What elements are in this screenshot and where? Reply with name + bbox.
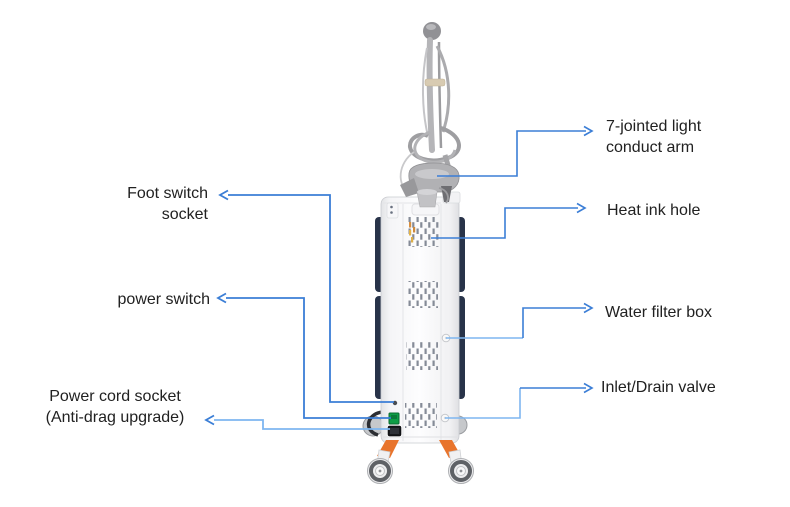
- base-and-casters: [367, 440, 474, 484]
- arrow-left-icon: [204, 414, 215, 426]
- light-conduct-arm-callout-line: [437, 125, 594, 177]
- arrow-right-icon: [583, 125, 594, 137]
- power-cord-socket-callout-line: [204, 414, 390, 430]
- label-power-switch: power switch: [117, 291, 210, 308]
- laser-machine-illustration: [362, 22, 474, 484]
- arm-clip: [424, 78, 446, 87]
- callout-lines: [204, 125, 594, 430]
- cable-loop: [366, 410, 385, 437]
- label-heat-ink-hole: Heat ink hole: [607, 202, 701, 219]
- label-inlet-drain-valve: Inlet/Drain valve: [601, 379, 716, 396]
- arrow-right-icon: [583, 382, 594, 394]
- arrow-left-icon: [216, 292, 227, 304]
- heat-ink-hole-callout-line: [431, 202, 587, 239]
- arrow-right-icon: [583, 302, 594, 314]
- machine-body-illustration: [380, 191, 461, 444]
- label-power-cord-socket: Power cord socket (Anti-drag upgrade): [45, 388, 185, 426]
- power-cord-socket-port: [387, 425, 402, 437]
- label-water-filter-box: Water filter box: [605, 304, 712, 321]
- inlet-drain-valve-callout-line: [445, 382, 594, 419]
- caster-wheel-right: [448, 458, 474, 484]
- vent-grille-4: [405, 403, 437, 428]
- foot-switch-socket-callout-line: [218, 189, 394, 403]
- heat-vent-grilles: [405, 217, 439, 428]
- caster-wheel-left: [367, 458, 393, 484]
- power-switch-callout-line: [216, 292, 391, 419]
- articulated-arm-illustration: [399, 22, 461, 208]
- vent-grille-2: [407, 281, 438, 308]
- label-light-conduct-arm: 7-jointed light conduct arm: [606, 118, 702, 156]
- arrow-left-icon: [218, 189, 229, 201]
- label-foot-switch-socket: Foot switch socket: [127, 185, 208, 223]
- arm-nozzle: [400, 178, 419, 197]
- arrow-right-icon: [576, 202, 587, 214]
- water-filter-box-callout-line: [446, 302, 594, 339]
- indicator-plate: [386, 202, 399, 219]
- vent-grille-3: [406, 342, 438, 370]
